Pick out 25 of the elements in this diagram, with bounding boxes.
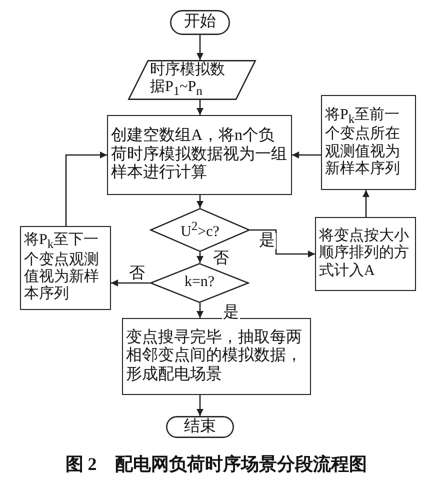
arrow	[196, 252, 204, 263]
edge-label: 否	[128, 266, 146, 282]
figure-caption: 图 2 配电网负荷时序场景分段流程图	[65, 454, 367, 474]
data-parallelogram: 时序模拟数据P$_{1}$~P$_{n}$	[128, 60, 256, 100]
arrow	[111, 280, 150, 286]
arrow	[292, 152, 321, 158]
arrow	[196, 303, 204, 318]
edge-label: 是	[258, 233, 276, 249]
process-box: 将P$_{k}$至前一个变点所在观测值视为新样本序列	[321, 95, 416, 190]
process-box: 将P$_{k}$至下一个变点观测值视为新样本序列	[20, 226, 111, 310]
decision-diamond: U$^{2}$>c?	[150, 208, 250, 252]
arrow	[196, 35, 204, 60]
terminal-shape: 开始	[170, 10, 230, 35]
arrow	[196, 195, 204, 208]
process-box: 变点搜寻完毕，抽取每两相邻变点间的模拟数据，形成配电场景	[122, 318, 311, 395]
arrow	[250, 229, 315, 258]
terminal-shape: 结束	[166, 416, 234, 438]
arrow	[362, 190, 370, 217]
arrow	[196, 100, 204, 115]
edge-label: 是	[222, 305, 240, 321]
edge-label: 否	[212, 251, 230, 267]
arrow	[196, 395, 204, 416]
process-box: 将变点按大小顺序排列的方式计入A	[315, 217, 416, 291]
process-box: 创建空数组A，将n个负荷时序模拟数据视为一组样本进行计算	[107, 115, 292, 195]
arrow	[65, 152, 107, 226]
